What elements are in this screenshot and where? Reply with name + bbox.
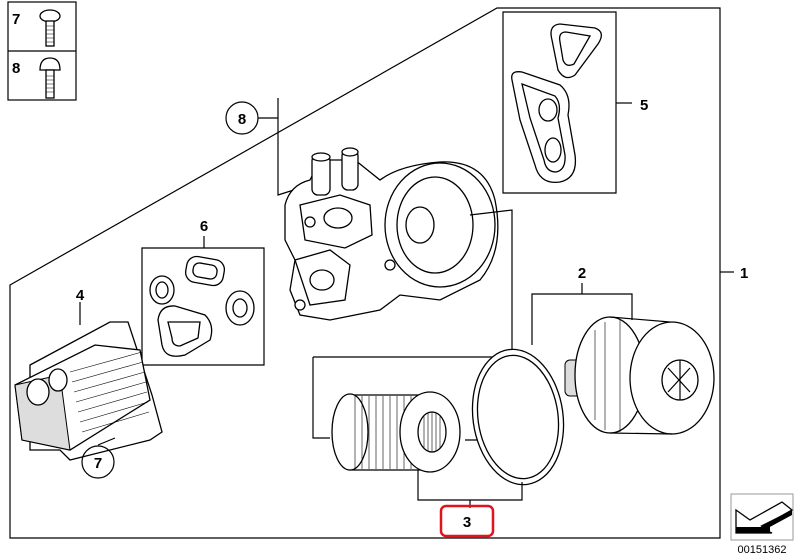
- gasket-set-5: [502, 11, 632, 194]
- legend-number-7: 7: [12, 11, 20, 28]
- callout-8-circle: [225, 101, 259, 135]
- document-id: 00151362: [738, 544, 787, 556]
- callout-1[interactable]: 1: [740, 265, 748, 282]
- callout-7[interactable]: 7: [94, 455, 102, 472]
- callout-7-circle: [81, 445, 115, 479]
- fastener-legend: 7 8: [7, 1, 77, 101]
- callout-5[interactable]: 5: [640, 97, 648, 114]
- oil-filter-housing: [258, 98, 513, 441]
- gasket-set-6: [141, 236, 265, 366]
- callout-8[interactable]: 8: [238, 111, 246, 128]
- callout-3[interactable]: 3: [463, 514, 471, 531]
- callout-4[interactable]: 4: [76, 287, 85, 304]
- legend-number-8: 8: [12, 60, 20, 77]
- callout-6[interactable]: 6: [200, 218, 208, 235]
- assembly-frame: [9, 7, 721, 539]
- oil-cooler: [14, 302, 163, 461]
- highlight-box: [439, 504, 495, 538]
- bolt-round-head-icon: [39, 9, 61, 47]
- callout-2[interactable]: 2: [578, 265, 586, 282]
- bracket-2: [531, 283, 633, 345]
- orientation-arrow-icon: [730, 493, 794, 541]
- o-ring: [471, 348, 565, 486]
- oil-filter-element: [331, 391, 461, 473]
- filter-cap: [564, 316, 715, 435]
- bolt-hex-head-icon: [39, 57, 61, 99]
